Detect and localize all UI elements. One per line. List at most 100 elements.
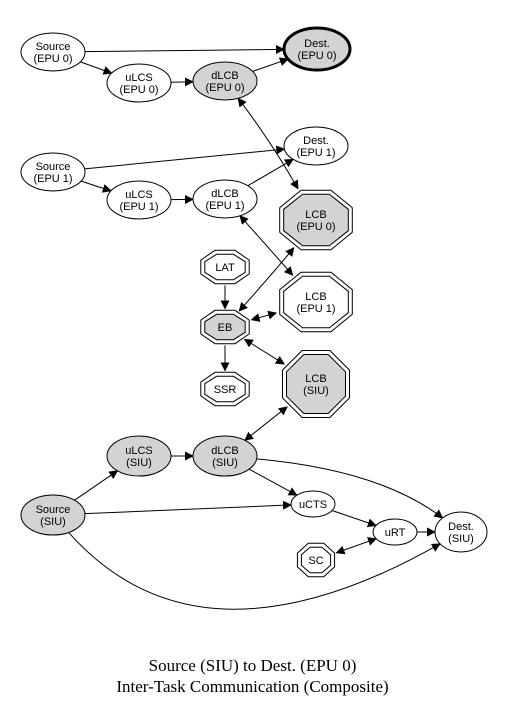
node-label-lcbsiu: LCB xyxy=(305,373,326,385)
node-label-srcsiu: Source xyxy=(36,504,71,516)
node-shape-srcsiu xyxy=(20,494,86,536)
node-label-ulcs0: (EPU 0) xyxy=(119,84,158,96)
node-label-dest0: Dest. xyxy=(304,38,330,50)
edge-srcsiu-destsiu xyxy=(68,532,441,610)
edge-srcsiu-ulcssiu xyxy=(74,470,119,501)
node-label-lat: LAT xyxy=(215,262,235,274)
edge-eb-lcbsiu xyxy=(243,338,285,365)
node-urt: uRT xyxy=(372,518,418,546)
caption-subtitle: Inter-Task Communication (Composite) xyxy=(116,677,389,696)
node-shape-dest1 xyxy=(283,126,349,166)
node-dest1: Dest.(EPU 1) xyxy=(283,126,349,166)
node-label-dlcb0: (EPU 0) xyxy=(205,82,244,94)
node-label-ulcssiu: uLCS xyxy=(125,445,153,457)
node-shape-src0 xyxy=(20,32,86,72)
node-lat: LAT xyxy=(200,249,250,285)
edge-dlcbsiu-ucts xyxy=(248,468,298,496)
node-src0: Source(EPU 0) xyxy=(20,32,86,72)
edge-dlcb1-dest1 xyxy=(247,158,294,187)
node-ulcs0: uLCS(EPU 0) xyxy=(106,63,172,103)
node-label-ulcs1: uLCS xyxy=(125,189,153,201)
node-label-lcb0: LCB xyxy=(305,209,326,221)
edge-src1-dest1 xyxy=(84,145,286,170)
node-label-lcb1: (EPU 1) xyxy=(296,303,335,315)
node-eb: EB xyxy=(200,309,250,345)
edge-dlcbsiu-lcbsiu xyxy=(244,406,288,441)
node-dlcb1: dLCB(EPU 1) xyxy=(192,179,258,219)
node-label-urt: uRT xyxy=(385,527,406,539)
node-label-dlcb1: dLCB xyxy=(211,188,239,200)
node-lcb0: LCB(EPU 0) xyxy=(279,189,353,251)
node-label-src0: (EPU 0) xyxy=(33,53,72,65)
node-src1: Source(EPU 1) xyxy=(20,152,86,192)
edge-eb-lcb1 xyxy=(250,310,278,322)
node-ucts: uCTS xyxy=(290,490,336,518)
nodes: Source(EPU 0)Dest.(EPU 0)uLCS(EPU 0)dLCB… xyxy=(20,26,488,578)
node-label-dlcbsiu: dLCB xyxy=(211,445,239,457)
edge-eb-lcb0 xyxy=(238,247,295,312)
node-shape-destsiu xyxy=(434,511,488,553)
node-shape-dlcb0 xyxy=(192,61,258,101)
node-label-ulcssiu: (SIU) xyxy=(126,457,152,469)
node-shape-sc xyxy=(300,546,332,574)
node-shape-ucts xyxy=(290,490,336,518)
node-lcb1: LCB(EPU 1) xyxy=(279,271,353,333)
node-label-src0: Source xyxy=(36,41,71,53)
node-shape-lcb0 xyxy=(283,193,349,247)
node-dest0: Dest.(EPU 0) xyxy=(282,26,352,72)
node-label-lcbsiu: (SIU) xyxy=(303,385,329,397)
edge-ulcs0-dlcb0 xyxy=(170,77,194,87)
node-shape-dlcbsiu xyxy=(192,435,258,477)
edges xyxy=(68,44,444,610)
node-shape-lcb1 xyxy=(283,275,349,329)
node-label-dest0: (EPU 0) xyxy=(297,50,336,62)
node-label-dest1: Dest. xyxy=(303,135,329,147)
node-destsiu: Dest.(SIU) xyxy=(434,511,488,553)
node-ulcs1: uLCS(EPU 1) xyxy=(106,180,172,220)
edge-dlcb0-lcb0 xyxy=(237,97,299,190)
node-shape-lat xyxy=(204,253,246,281)
node-dlcbsiu: dLCB(SIU) xyxy=(192,435,258,477)
node-dlcb0: dLCB(EPU 0) xyxy=(192,61,258,101)
node-shape-ulcs1 xyxy=(106,180,172,220)
node-shape-src1 xyxy=(20,152,86,192)
node-shape-lcbsiu xyxy=(286,354,346,414)
edge-src0-ulcs0 xyxy=(80,61,113,75)
node-label-ssr: SSR xyxy=(214,384,237,396)
node-shape-ulcs0 xyxy=(106,63,172,103)
edge-srcsiu-ucts xyxy=(84,500,292,515)
node-label-dest1: (EPU 1) xyxy=(296,147,335,159)
node-label-dlcb0: dLCB xyxy=(211,70,239,82)
edge-sc-urt xyxy=(335,537,377,555)
node-label-eb: EB xyxy=(218,322,233,334)
caption-title: Source (SIU) to Dest. (EPU 0) xyxy=(148,656,357,675)
node-srcsiu: Source(SIU) xyxy=(20,494,86,536)
node-label-dlcbsiu: (SIU) xyxy=(212,457,238,469)
itc-diagram: Source(EPU 0)Dest.(EPU 0)uLCS(EPU 0)dLCB… xyxy=(20,26,488,610)
node-label-destsiu: Dest. xyxy=(448,521,474,533)
node-label-ulcs1: (EPU 1) xyxy=(119,201,158,213)
node-shape-ssr xyxy=(204,375,246,403)
node-label-lcb0: (EPU 0) xyxy=(296,221,335,233)
edge-ucts-urt xyxy=(331,510,377,528)
node-ulcssiu: uLCS(SIU) xyxy=(106,435,172,477)
node-shape-urt xyxy=(372,518,418,546)
node-shape-eb xyxy=(204,313,246,341)
edge-dlcb0-dest0 xyxy=(252,57,289,72)
node-ssr: SSR xyxy=(200,371,250,407)
node-label-sc: SC xyxy=(308,555,323,567)
node-sc: SC xyxy=(296,542,336,578)
node-shape-ulcssiu xyxy=(106,435,172,477)
edge-src0-dest0 xyxy=(84,44,285,54)
edge-dlcbsiu-destsiu xyxy=(256,458,444,519)
node-lcbsiu: LCB(SIU) xyxy=(282,350,350,418)
node-shape-dest0 xyxy=(282,26,352,72)
node-shape-dlcb1 xyxy=(192,179,258,219)
node-label-src1: Source xyxy=(36,161,71,173)
node-label-dlcb1: (EPU 1) xyxy=(205,200,244,212)
node-label-ucts: uCTS xyxy=(299,499,327,511)
node-label-ulcs0: uLCS xyxy=(125,72,153,84)
node-label-lcb1: LCB xyxy=(305,291,326,303)
node-label-destsiu: (SIU) xyxy=(448,533,474,545)
edge-src1-ulcs1 xyxy=(80,180,112,193)
